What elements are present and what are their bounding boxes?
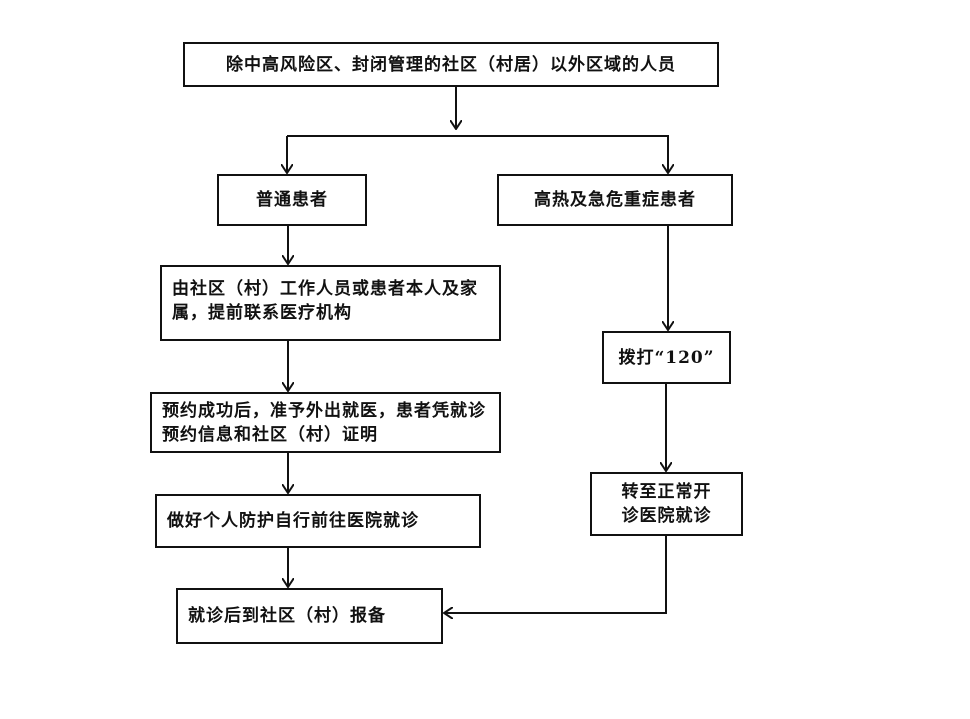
call-120-box: 拨打“120” [602, 331, 731, 384]
start-box: 除中高风险区、封闭管理的社区（村居）以外区域的人员 [183, 42, 719, 87]
normal-patient-box: 普通患者 [217, 174, 367, 226]
contact-hospital-box: 由社区（村）工作人员或患者本人及家属，提前联系医疗机构 [160, 265, 501, 341]
end-box: 就诊后到社区（村）报备 [176, 588, 443, 644]
appointment-box: 预约成功后，准予外出就医，患者凭就诊预约信息和社区（村）证明 [150, 392, 501, 453]
transfer-hospital-box: 转至正常开诊医院就诊 [590, 472, 743, 536]
arrow-right-to-end [444, 535, 667, 613]
severe-patient-box: 高热及急危重症患者 [497, 174, 733, 226]
self-protection-box: 做好个人防护自行前往医院就诊 [155, 494, 481, 548]
